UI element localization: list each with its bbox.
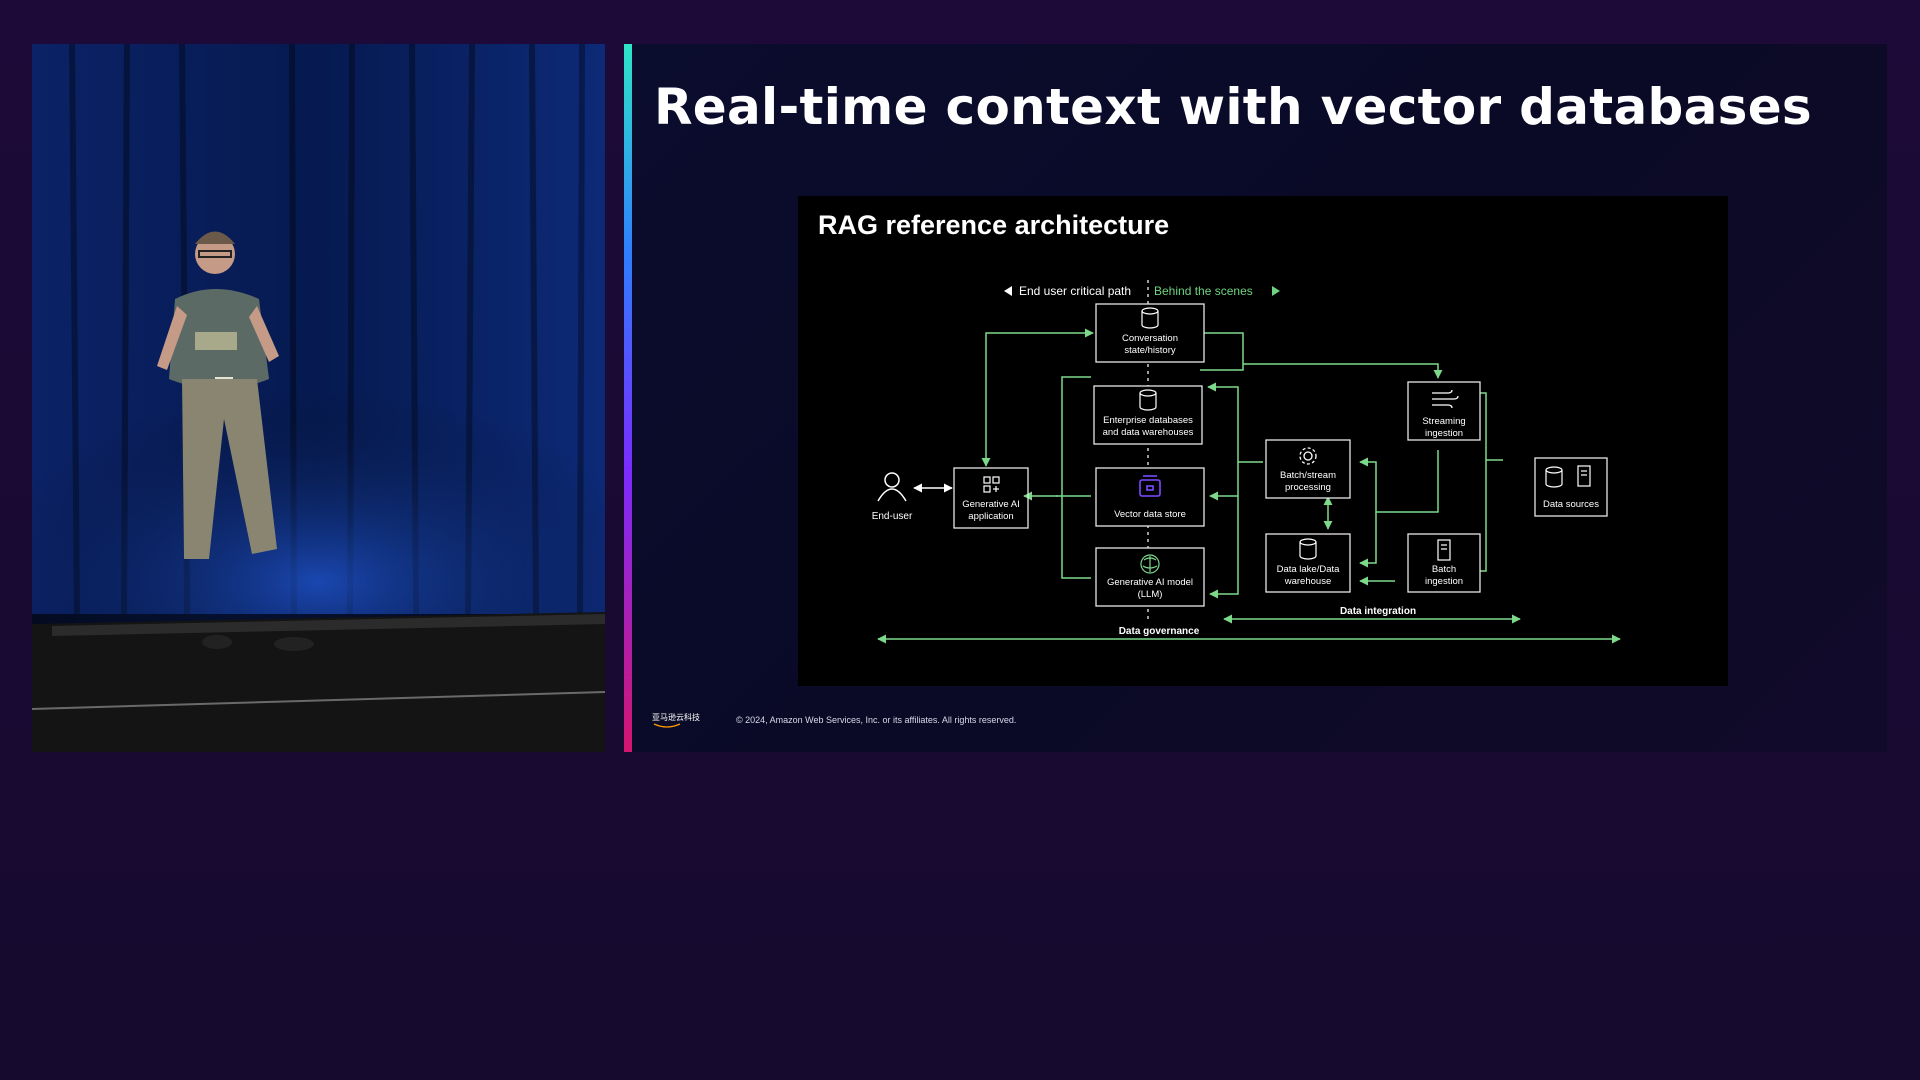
diagram-connectors	[981, 328, 1244, 579]
aws-smile-icon	[653, 723, 681, 728]
svg-text:Conversation: Conversation	[1122, 333, 1178, 344]
node-streaming-ingestion: Streaming ingestion	[1407, 381, 1481, 441]
diagram-title: RAG reference architecture	[818, 210, 1170, 240]
data-integration-band: Data integration	[1223, 606, 1521, 624]
speaker-scene	[32, 44, 605, 752]
svg-text:Batch/stream: Batch/stream	[1280, 470, 1336, 481]
node-enterprise-databases: Enterprise databases and data warehouses	[1093, 385, 1203, 445]
svg-text:Enterprise databases: Enterprise databases	[1103, 415, 1193, 426]
node-gen-ai-model: Generative AI model (LLM)	[1095, 547, 1205, 607]
user-icon	[884, 472, 900, 488]
database-icon	[1141, 307, 1159, 329]
presentation-slide: Real-time context with vector databases …	[624, 44, 1887, 752]
node-batch-ingestion: Batch ingestion	[1407, 533, 1481, 593]
svg-text:application: application	[968, 511, 1013, 522]
legend-right-arrow-icon	[1272, 286, 1280, 296]
node-vector-data-store: Vector data store	[1095, 467, 1205, 527]
database-server-icon	[1545, 465, 1591, 488]
database-icon	[1299, 538, 1317, 560]
svg-text:processing: processing	[1285, 482, 1331, 493]
app-grid-icon	[983, 476, 1000, 493]
svg-text:Data lake/Data: Data lake/Data	[1277, 564, 1341, 575]
legend-left-arrow-icon	[1004, 286, 1012, 296]
slide-accent-bar	[624, 44, 632, 752]
gear-icon	[1299, 447, 1317, 465]
svg-text:Data integration: Data integration	[1340, 606, 1416, 617]
streaming-icon	[1432, 389, 1459, 409]
node-end-user: End-user	[872, 472, 913, 522]
node-gen-ai-app: Generative AI application	[953, 467, 1029, 529]
rag-architecture-diagram: End user critical path Behind the scenes	[872, 280, 1621, 644]
legend-critical-path: End user critical path	[1019, 284, 1131, 298]
svg-text:Batch: Batch	[1432, 564, 1456, 575]
aws-logo: 亚马逊云科技	[652, 712, 700, 729]
rag-diagram-panel: RAG reference architecture End user crit…	[798, 196, 1728, 686]
svg-text:Streaming: Streaming	[1422, 416, 1465, 427]
svg-text:Data sources: Data sources	[1543, 499, 1599, 510]
slide-title: Real-time context with vector databases	[654, 78, 1812, 136]
node-data-sources: Data sources	[1534, 457, 1608, 517]
data-governance-band: Data governance	[877, 626, 1621, 644]
copyright-notice: © 2024, Amazon Web Services, Inc. or its…	[736, 715, 1017, 725]
brain-icon	[1140, 554, 1160, 574]
aws-logo-text: 亚马逊云科技	[652, 713, 700, 722]
svg-text:ingestion: ingestion	[1425, 576, 1463, 587]
svg-text:warehouse: warehouse	[1284, 576, 1331, 587]
vector-store-icon	[1139, 475, 1161, 497]
legend-behind-scenes: Behind the scenes	[1154, 284, 1253, 298]
server-icon	[1437, 539, 1451, 561]
svg-text:End-user: End-user	[872, 511, 913, 522]
svg-text:ingestion: ingestion	[1425, 428, 1463, 439]
speaker-figure	[157, 231, 314, 651]
svg-text:state/history: state/history	[1124, 345, 1175, 356]
svg-text:Generative AI model: Generative AI model	[1107, 577, 1193, 588]
behind-scenes-connectors	[1207, 363, 1503, 599]
node-batch-stream-processing: Batch/stream processing	[1265, 439, 1351, 499]
svg-text:Generative AI: Generative AI	[962, 499, 1020, 510]
node-conversation-state: Conversation state/history	[1095, 303, 1205, 363]
svg-text:(LLM): (LLM)	[1138, 589, 1163, 600]
node-data-lake: Data lake/Data warehouse	[1265, 533, 1351, 593]
database-icon	[1139, 389, 1157, 411]
speaker-video-feed	[32, 44, 605, 752]
svg-text:Vector data store: Vector data store	[1114, 509, 1186, 520]
svg-text:and data warehouses: and data warehouses	[1103, 427, 1194, 438]
svg-text:Data governance: Data governance	[1119, 626, 1200, 637]
